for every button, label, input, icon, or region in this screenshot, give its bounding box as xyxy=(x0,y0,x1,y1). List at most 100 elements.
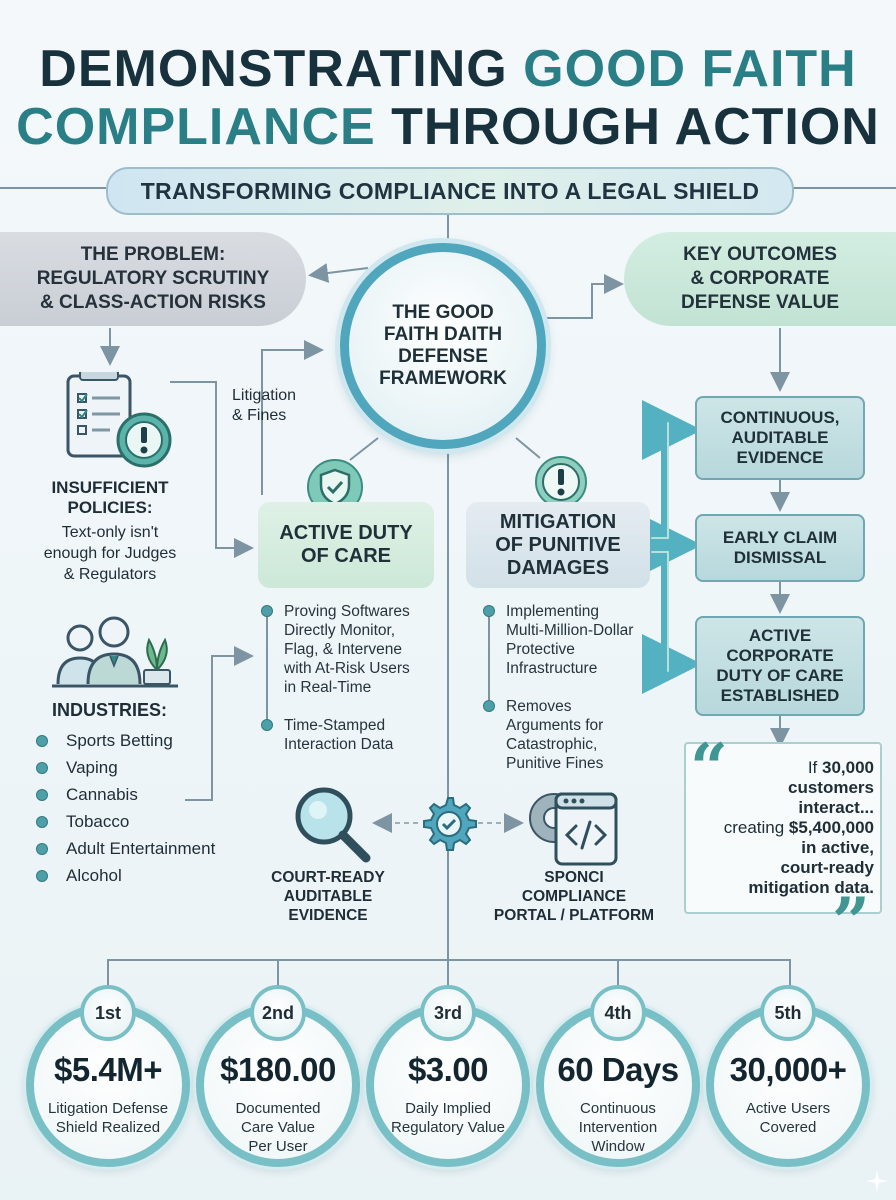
quote-emphasis: interact... xyxy=(798,798,874,817)
bullet-line: Time-Stamped xyxy=(284,717,386,734)
industries-title: INDUSTRIES: xyxy=(52,700,168,720)
industry-label: Adult Entertainment xyxy=(66,839,216,858)
industry-label: Vaping xyxy=(66,758,118,777)
outcomes-header-line: KEY OUTCOMES xyxy=(683,244,837,265)
policy-document-icon xyxy=(66,372,172,468)
quote-fragment: creating xyxy=(723,818,789,837)
hub-line: FAITH DAITH xyxy=(383,324,503,345)
gear-check-icon xyxy=(423,797,477,851)
page-title-line2: COMPLIANCE THROUGH ACTION xyxy=(0,98,896,156)
title-highlight: COMPLIANCE xyxy=(16,98,376,156)
stat-value: $5.4M+ xyxy=(54,1051,163,1088)
bullet-line: Removes xyxy=(506,698,572,715)
bullet-line: Flag, & Intervene xyxy=(284,641,403,658)
quote-emphasis: customers xyxy=(788,778,874,797)
quote-emphasis: mitigation data. xyxy=(748,878,874,897)
insufficient-policies: INSUFFICIENT POLICIES: Text-only isn't e… xyxy=(20,478,200,585)
bullet-line: in Real-Time xyxy=(284,679,372,696)
bullet-line: Arguments for xyxy=(506,717,604,734)
quote-fragment: If xyxy=(807,758,822,777)
evidence-label: COURT-READY AUDITABLE EVIDENCE xyxy=(258,868,398,925)
mitigation-title: DAMAGES xyxy=(506,556,610,579)
industry-label: Cannabis xyxy=(66,785,138,804)
stat-circle-1: 1st $5.4M+ Litigation Defense Shield Rea… xyxy=(26,985,190,1167)
stat-rank: 5th xyxy=(760,985,816,1041)
bullet-dot xyxy=(36,735,48,747)
title-part: THROUGH ACTION xyxy=(375,98,880,156)
insufficient-title: INSUFFICIENT xyxy=(51,478,169,497)
hub-line: THE GOOD xyxy=(392,302,494,323)
outcome-duty-established: ACTIVE CORPORATE DUTY OF CARE ESTABLISHE… xyxy=(695,616,865,716)
stat-label: Litigation Defense Shield Realized xyxy=(38,1099,178,1137)
quote-text: If 30,000 customers interact... creating… xyxy=(694,758,874,898)
stat-label-line: Covered xyxy=(759,1119,817,1136)
quote-emphasis: $5,400,000 xyxy=(788,818,874,837)
stat-label-line: Intervention xyxy=(578,1119,658,1136)
stat-value: 60 Days xyxy=(557,1051,679,1088)
outcome-line: EVIDENCE xyxy=(736,448,824,467)
outcome-line: CORPORATE xyxy=(726,646,834,665)
outcome-line: EARLY CLAIM xyxy=(722,528,838,547)
stat-label-line: Per User xyxy=(248,1138,308,1155)
portal-label: SPONCI COMPLIANCE PORTAL / PLATFORM xyxy=(476,868,672,925)
stat-circle-5: 5th 30,000+ Active Users Covered xyxy=(706,985,870,1167)
portal-line: SPONCI xyxy=(544,869,604,886)
stat-label-line: Care Value xyxy=(241,1119,315,1136)
bullet-line: with At-Risk Users xyxy=(284,660,410,677)
stat-label-line: Regulatory Value xyxy=(391,1119,505,1136)
duty-title: OF CARE xyxy=(301,545,391,567)
outcome-early-dismissal: EARLY CLAIM DISMISSAL xyxy=(695,514,865,582)
evidence-line: AUDITABLE xyxy=(283,888,373,905)
stat-label: Documented Care Value Per User xyxy=(208,1099,348,1156)
bullet-line: Catastrophic, xyxy=(506,736,598,753)
stat-label-line: Litigation Defense xyxy=(47,1100,169,1117)
insufficient-text: & Regulators xyxy=(63,566,157,583)
problem-line: REGULATORY SCRUTINY xyxy=(36,268,270,289)
page-title: DEMONSTRATING GOOD FAITH xyxy=(0,40,896,98)
insufficient-text: Text-only isn't xyxy=(61,524,159,541)
insufficient-text: enough for Judges xyxy=(43,545,177,562)
duty-bullet-1: Proving Softwares Directly Monitor, Flag… xyxy=(284,602,410,697)
problem-line: & CLASS-ACTION RISKS xyxy=(40,292,266,313)
stat-value: $3.00 xyxy=(407,1051,489,1088)
stat-circle-2: 2nd $180.00 Documented Care Value Per Us… xyxy=(196,985,360,1167)
bullet-dot xyxy=(36,789,48,801)
mitigation-bullet-2: Removes Arguments for Catastrophic, Puni… xyxy=(506,697,603,773)
title-part: DEMONSTRATING xyxy=(39,40,524,98)
stat-label: Continuous Intervention Window xyxy=(548,1099,688,1156)
stat-circle-3: 3rd $3.00 Daily Implied Regulatory Value xyxy=(366,985,530,1167)
mitigation-title: OF PUNITIVE xyxy=(495,533,621,556)
outcome-line: DUTY OF CARE xyxy=(716,666,844,685)
bullet-line: Punitive Fines xyxy=(506,755,604,772)
stat-circle-4: 4th 60 Days Continuous Intervention Wind… xyxy=(536,985,700,1167)
bullet-dot xyxy=(36,843,48,855)
subtitle-banner: TRANSFORMING COMPLIANCE INTO A LEGAL SHI… xyxy=(106,167,794,215)
outcome-auditable-evidence: CONTINUOUS, AUDITABLE EVIDENCE xyxy=(695,396,865,480)
title-highlight: GOOD FAITH xyxy=(523,40,857,98)
mitigation-title: MITIGATION xyxy=(499,510,617,533)
quote-emphasis: in active, xyxy=(801,838,874,857)
bullet-dot xyxy=(261,719,273,731)
outcome-line: CONTINUOUS, xyxy=(720,408,840,427)
mitigation-card: MITIGATION OF PUNITIVE DAMAGES xyxy=(466,502,650,588)
people-plant-icon xyxy=(52,616,178,688)
bullet-line: Protective xyxy=(506,641,575,658)
stat-value: 30,000+ xyxy=(729,1051,847,1088)
bullet-line: Infrastructure xyxy=(506,660,598,677)
litigation-line: Litigation xyxy=(232,387,297,404)
stat-label: Active Users Covered xyxy=(718,1099,858,1137)
hub-line: FRAMEWORK xyxy=(379,368,507,389)
outcome-line: AUDITABLE xyxy=(731,428,829,447)
industry-label: Alcohol xyxy=(66,866,122,885)
hub-line: DEFENSE xyxy=(398,346,488,367)
active-duty-card: ACTIVE DUTY OF CARE xyxy=(258,502,434,588)
quote-emphasis: 30,000 xyxy=(822,758,874,777)
outcomes-header-line: & CORPORATE xyxy=(690,268,830,289)
litigation-label: Litigation & Fines xyxy=(232,386,296,426)
stat-label-line: Daily Implied xyxy=(405,1100,491,1117)
bullet-dot xyxy=(36,762,48,774)
bullet-line: Implementing xyxy=(506,603,600,620)
quote-callout: If 30,000 customers interact... creating… xyxy=(684,742,882,914)
industry-label: Tobacco xyxy=(66,812,130,831)
stat-label: Daily Implied Regulatory Value xyxy=(378,1099,518,1137)
